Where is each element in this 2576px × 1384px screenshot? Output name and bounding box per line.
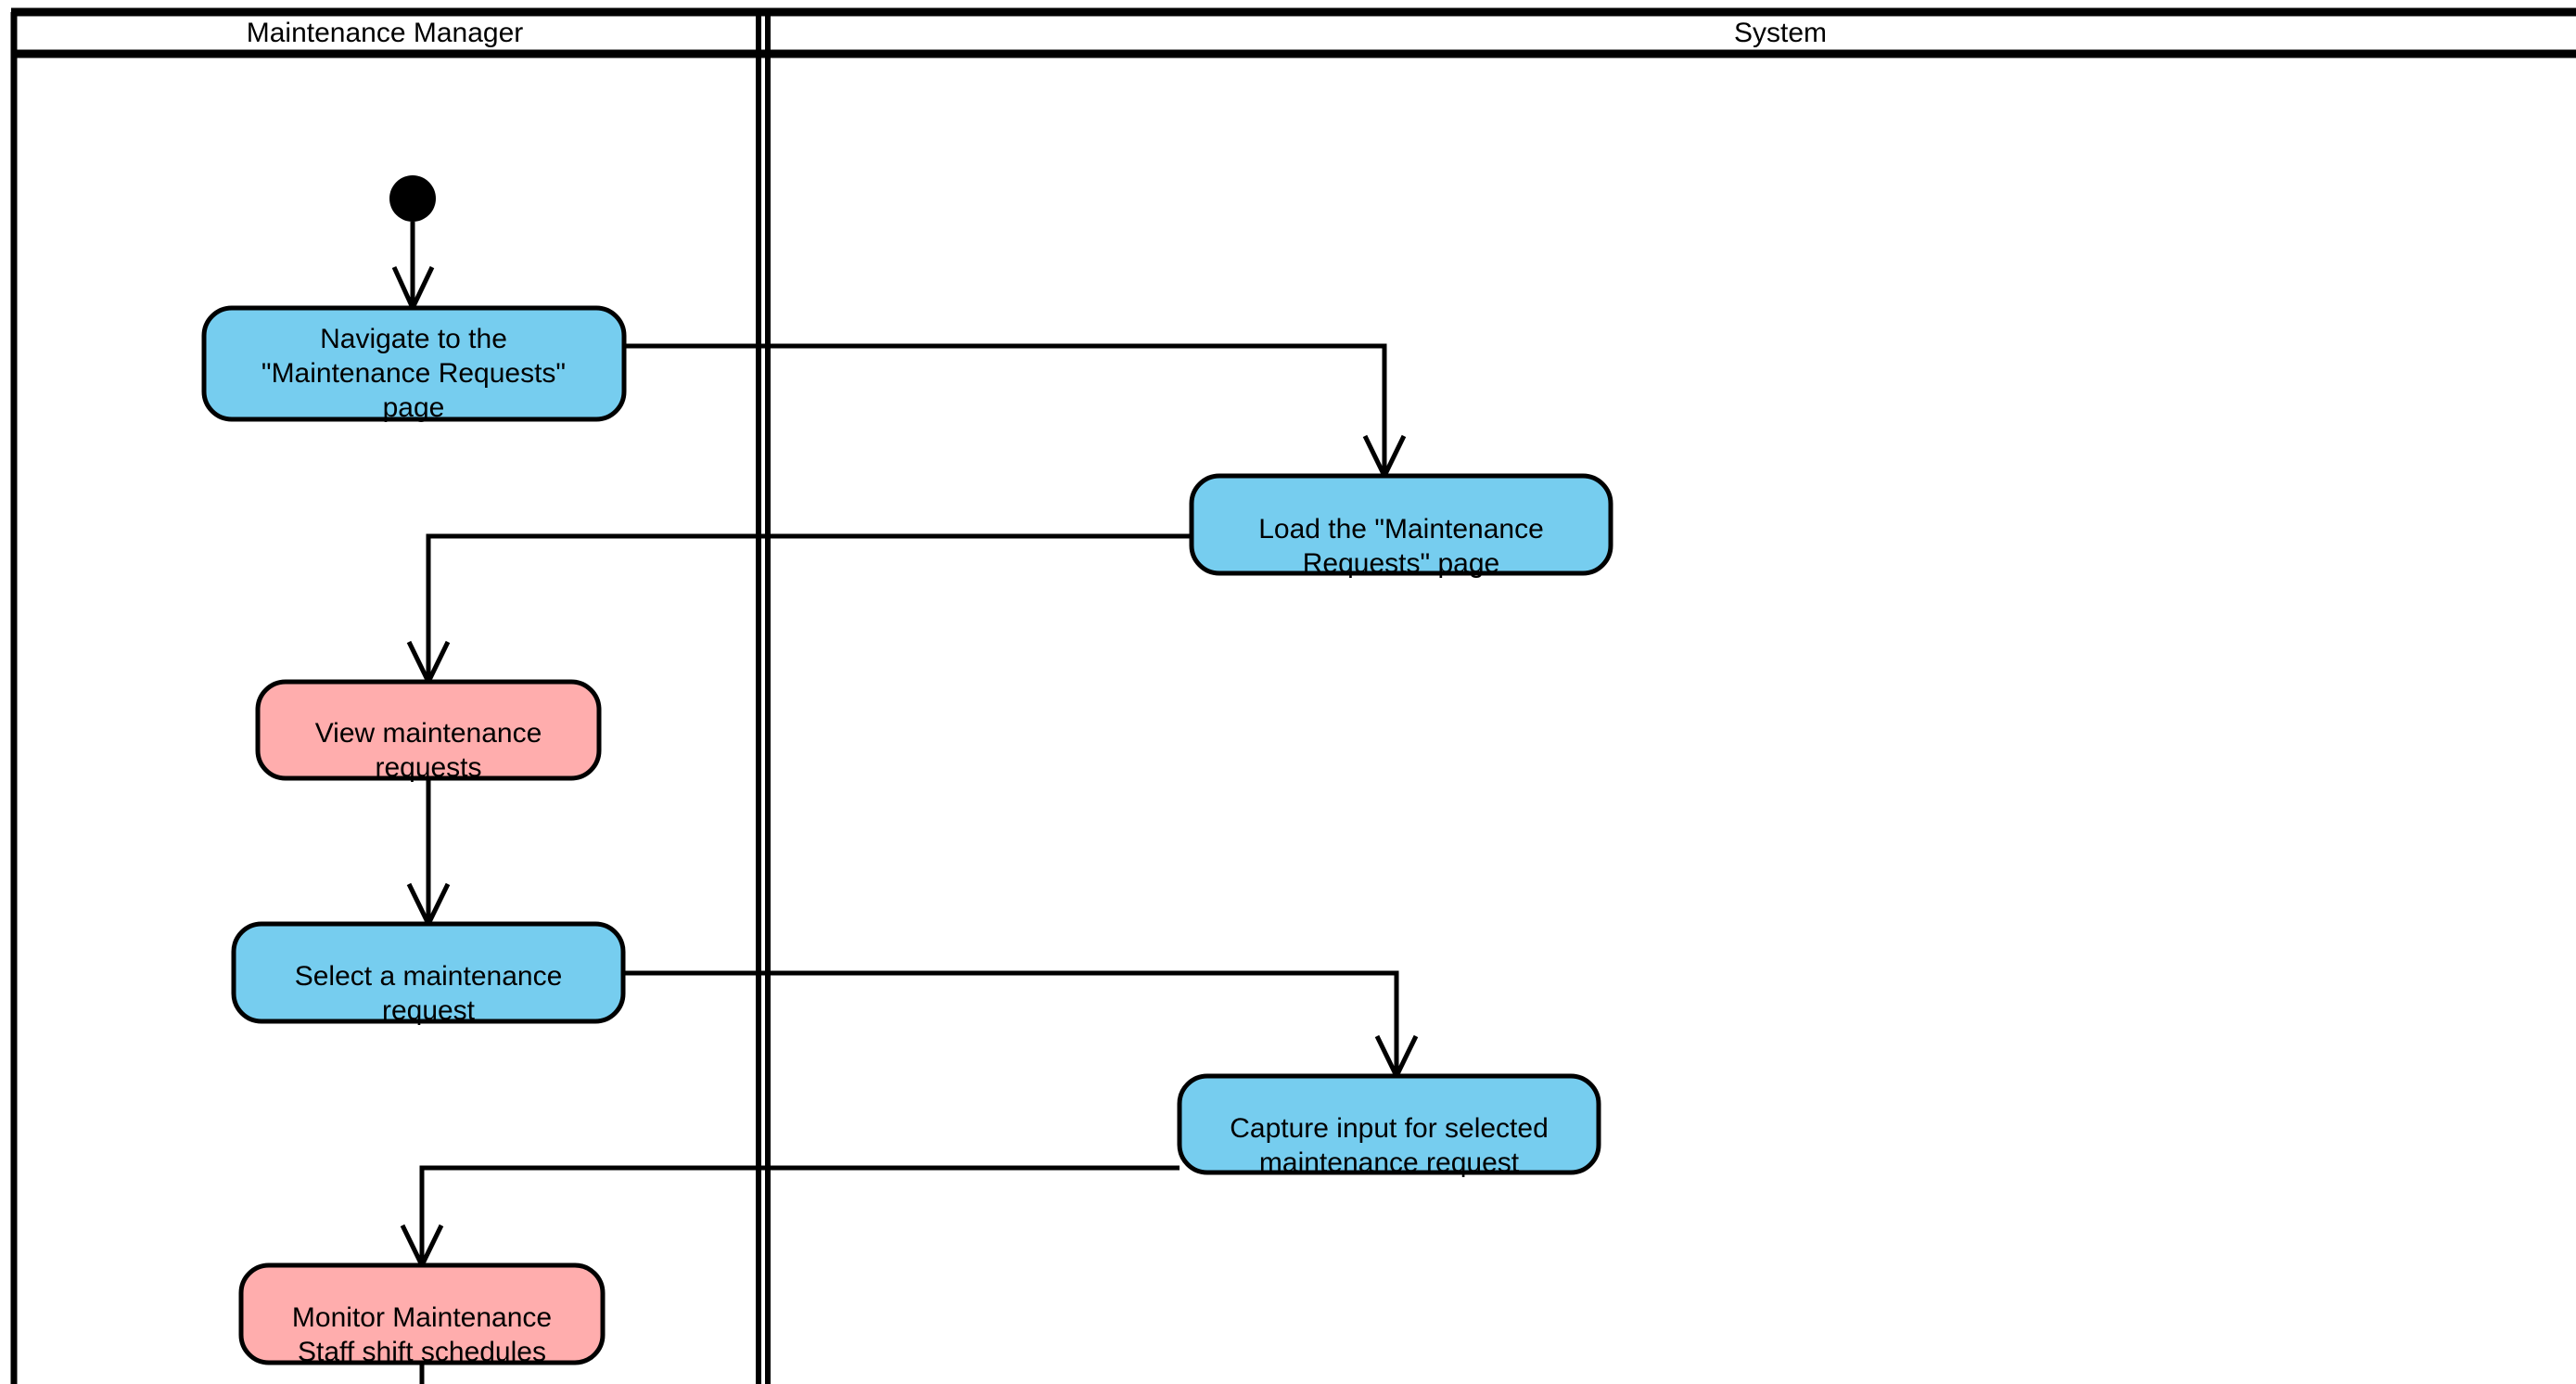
edge-select-to-capture <box>623 970 1419 1082</box>
activity-node-select-request[interactable]: Select a maintenance request <box>231 921 626 1026</box>
edge-line <box>419 1165 1180 1265</box>
swimlane-frame <box>10 7 2576 1384</box>
lane-header-system: System <box>1734 18 1827 48</box>
node-shape[interactable] <box>231 921 626 1024</box>
activity-node-capture-input[interactable]: Capture input for selected maintenance r… <box>1177 1073 1601 1178</box>
node-shape[interactable] <box>1177 1073 1601 1175</box>
activity-node-load-page[interactable]: Load the "Maintenance Requests" page <box>1189 473 1613 579</box>
activity-node-navigate-page[interactable]: Navigate to the "Maintenance Requests" p… <box>201 305 627 423</box>
node-label-line-1: Navigate to the <box>320 324 507 354</box>
node-shape[interactable] <box>255 679 602 781</box>
node-label-line-2: Requests" page <box>1303 548 1499 579</box>
node-label-line-2: maintenance request <box>1259 1147 1520 1178</box>
start-node <box>389 175 436 222</box>
edge-start-to-navigate <box>391 222 435 314</box>
node-shape[interactable] <box>238 1262 606 1365</box>
activity-node-view-requests[interactable]: View maintenance requests <box>255 679 602 783</box>
node-label-line-1: View maintenance <box>315 718 542 749</box>
node-label-line-2: request <box>382 995 476 1026</box>
node-label-line-1: Load the "Maintenance <box>1258 514 1544 545</box>
edge-line <box>426 533 1192 682</box>
edge-line <box>623 970 1399 1076</box>
edge-view-to-select <box>406 778 451 929</box>
activity-node-monitor-shifts[interactable]: Monitor Maintenance Staff shift schedule… <box>238 1262 606 1367</box>
node-shape[interactable] <box>201 305 627 422</box>
node-shape[interactable] <box>1189 473 1613 576</box>
lane-divider <box>756 12 771 1384</box>
node-label-line-1: Capture input for selected <box>1230 1113 1549 1144</box>
node-label-line-1: Select a maintenance <box>295 961 563 992</box>
node-label-line-2: requests <box>375 752 481 783</box>
lane-header-maintenance-manager: Maintenance Manager <box>247 18 524 48</box>
node-label-line-2: Staff shift schedules <box>298 1337 546 1367</box>
node-label-line-3: page <box>383 392 445 423</box>
edge-navigate-to-load <box>624 343 1407 481</box>
node-label-line-2: "Maintenance Requests" <box>261 358 566 389</box>
edge-capture-to-monitor <box>400 1165 1180 1271</box>
edge-line <box>624 343 1387 476</box>
node-label-line-1: Monitor Maintenance <box>292 1302 552 1333</box>
edge-load-to-view <box>406 533 1192 687</box>
